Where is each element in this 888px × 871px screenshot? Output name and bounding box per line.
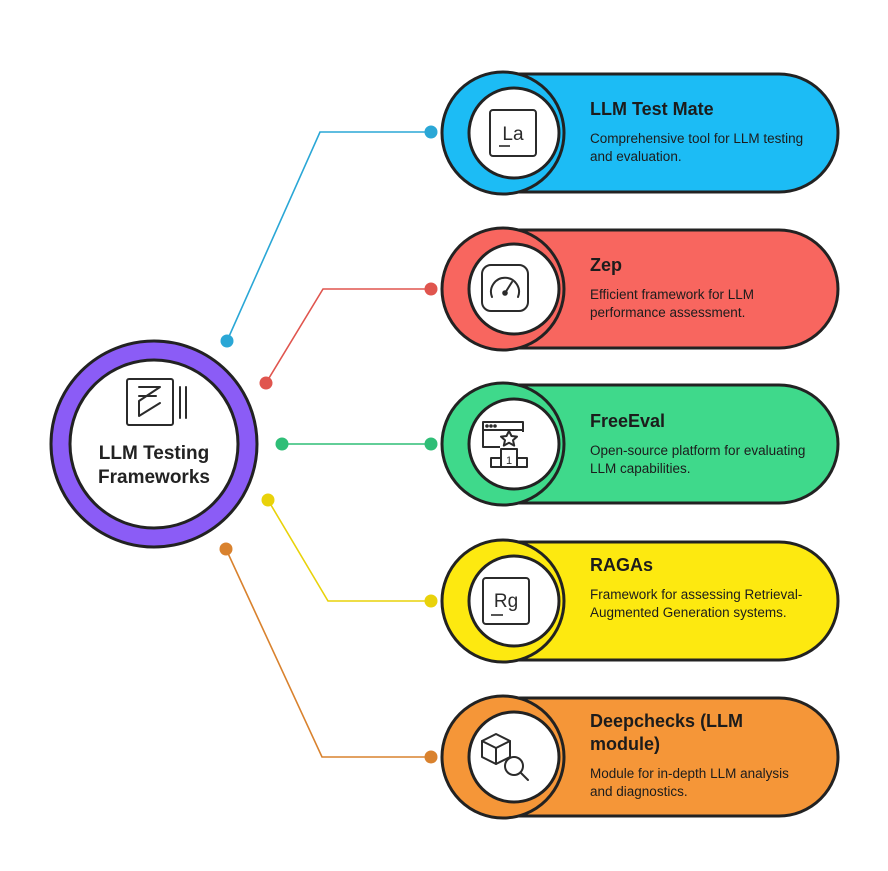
card-title: RAGAs <box>590 555 654 575</box>
connectors <box>219 125 438 764</box>
connector-dot-start-5 <box>219 542 233 556</box>
connector-line-1 <box>226 131 431 342</box>
card-description: Module for in-depth LLM analysis and dia… <box>590 766 789 799</box>
svg-text:Rg: Rg <box>494 591 518 612</box>
card-title: Deepchecks (LLM module) <box>590 711 744 754</box>
connector-dot-end-5 <box>424 750 438 764</box>
cube-magnifier-icon <box>481 733 529 781</box>
connector-dot-end-3 <box>424 437 438 451</box>
hub-inner <box>68 358 240 530</box>
connector-line-4 <box>267 499 431 602</box>
card-text-zep: Zep Efficient framework for LLM performa… <box>590 254 815 321</box>
connector-dot-end-4 <box>424 594 438 608</box>
card-deepchecks[interactable] <box>440 694 840 820</box>
card-description: Comprehensive tool for LLM testing and e… <box>590 131 804 164</box>
connector-dot-start-3 <box>275 437 289 451</box>
svg-text:1: 1 <box>506 455 512 467</box>
card-title: FreeEval <box>590 411 666 431</box>
card-text-ragas: RAGAs Framework for assessing Retrieval-… <box>590 554 815 621</box>
card-title: LLM Test Mate <box>590 99 714 119</box>
cards: La <box>440 70 840 820</box>
la-letter-box-icon: La <box>489 109 537 157</box>
card-title: Zep <box>590 255 623 275</box>
svg-text:La: La <box>502 124 524 145</box>
framework-logo-icon <box>126 378 187 426</box>
gauge-icon <box>481 264 529 312</box>
card-text-llm-test-mate: LLM Test Mate Comprehensive tool for LLM… <box>590 98 815 165</box>
card-text-freeeval: FreeEval Open-source platform for evalua… <box>590 410 815 477</box>
connector-line-2 <box>265 288 431 384</box>
connector-dot-start-4 <box>261 493 275 507</box>
connector-dot-start-1 <box>220 334 234 348</box>
connector-line-5 <box>225 548 431 758</box>
connector-dot-end-1 <box>424 125 438 139</box>
hub-node <box>49 339 259 549</box>
card-freeeval[interactable]: 1 <box>440 381 840 507</box>
card-zep[interactable] <box>440 226 840 352</box>
connector-dot-end-2 <box>424 282 438 296</box>
card-description: Framework for assessing Retrieval-Augmen… <box>590 587 803 620</box>
leaderboard-podium-icon: 1 <box>482 421 528 468</box>
card-description: Efficient framework for LLM performance … <box>590 287 755 320</box>
card-llm-test-mate[interactable]: La <box>440 70 840 196</box>
card-ragas[interactable]: Rg <box>440 538 840 664</box>
hub-title-line-2: Frameworks <box>98 467 210 488</box>
card-description: Open-source platform for evaluating LLM … <box>590 443 806 476</box>
hub-title: LLM Testing Frameworks <box>70 442 238 490</box>
rg-letter-box-icon: Rg <box>482 577 530 625</box>
card-text-deepchecks: Deepchecks (LLM module) Module for in-de… <box>590 710 815 800</box>
connector-dot-start-2 <box>259 376 273 390</box>
hub-title-line-1: LLM Testing <box>98 443 210 464</box>
